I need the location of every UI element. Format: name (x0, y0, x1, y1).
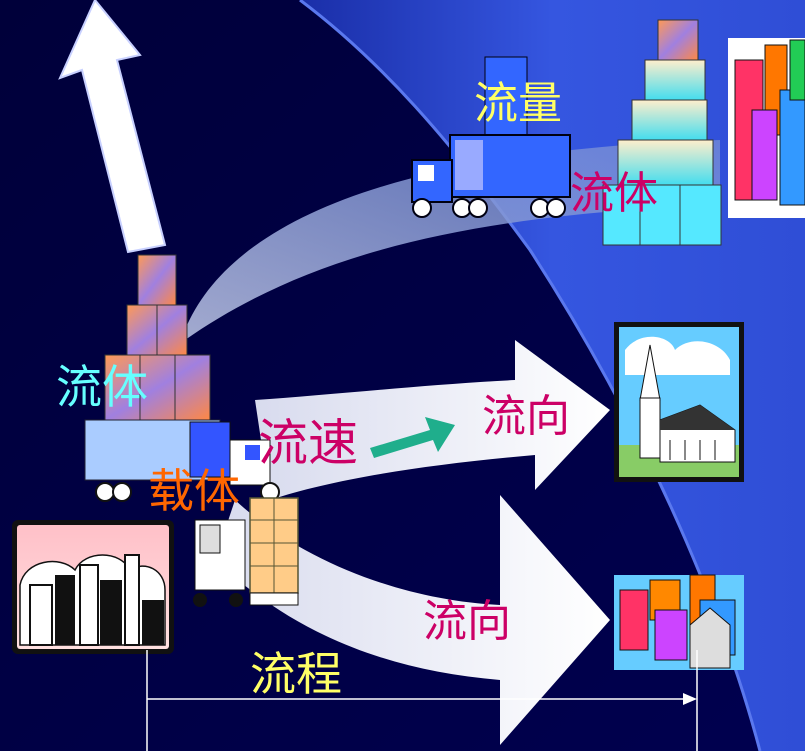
label-liusu: 流速 (258, 414, 358, 472)
truck-icon-top (411, 56, 571, 218)
distance-line (146, 650, 698, 751)
church-icon (614, 322, 744, 482)
teal-arrow (370, 417, 455, 458)
label-zaiti: 载体 (148, 464, 240, 518)
box-stack-icon-top (602, 19, 722, 246)
truck-icon-left (84, 419, 280, 502)
label-liuxiang-mid: 流向 (482, 391, 570, 442)
city-buildings-icon-bottom (614, 574, 744, 670)
forklift-icon (193, 497, 299, 607)
label-liuxiang-low: 流向 (423, 596, 511, 647)
skyline-icon (12, 520, 174, 654)
label-liuliang: 流量 (474, 78, 562, 129)
label-liuti-left: 流体 (56, 360, 148, 414)
label-liuti-top: 流体 (570, 168, 658, 219)
label-liucheng: 流程 (250, 647, 342, 701)
lower-arrow (215, 495, 610, 745)
city-buildings-icon-top (728, 38, 805, 218)
up-arrow-icon (58, 0, 167, 254)
arc-band (185, 140, 720, 340)
